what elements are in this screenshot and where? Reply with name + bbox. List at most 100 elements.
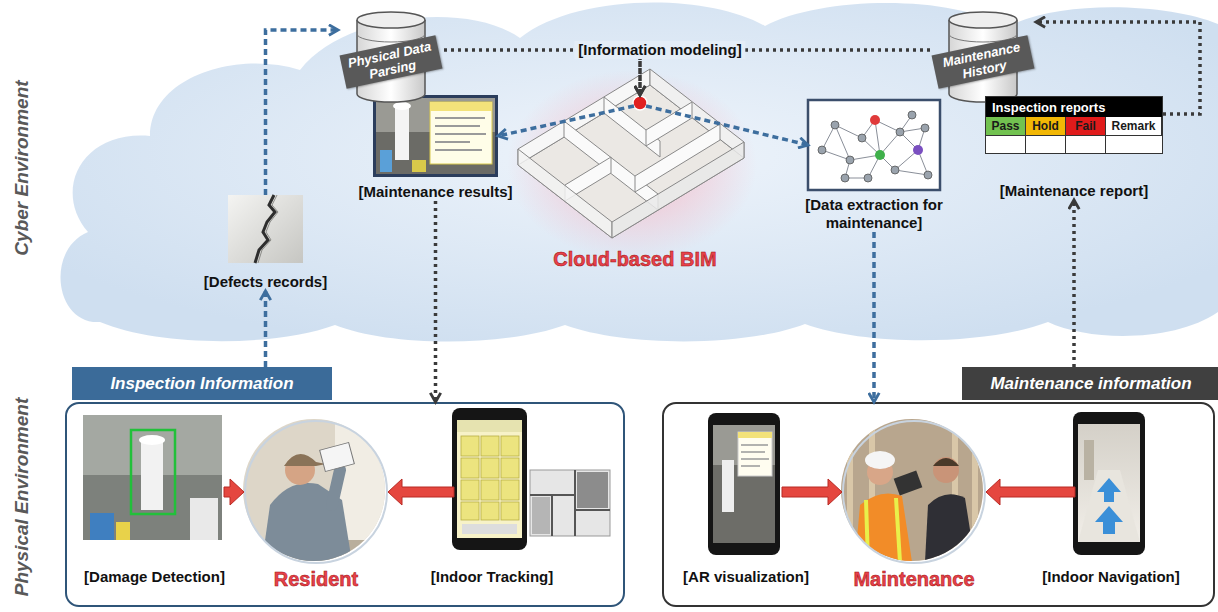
- actor-circle: Maintenance: [842, 420, 986, 564]
- tracking-phone: [461, 436, 519, 520]
- tracking-phone: [462, 524, 517, 534]
- worker-photo: [866, 498, 900, 562]
- ar-phone: [713, 425, 775, 543]
- tracking-phone: [481, 502, 499, 520]
- image-caption: [Maintenance results]: [358, 183, 512, 201]
- leak-photo: [395, 106, 409, 160]
- ar-phone: [741, 445, 769, 466]
- tracking-phone: [481, 436, 499, 456]
- network-graph: [841, 174, 849, 182]
- tracking-phone: [481, 480, 499, 500]
- table-cell-empty: [1106, 136, 1162, 153]
- network-graph: [924, 171, 932, 179]
- network-graph: [831, 121, 839, 129]
- actor-circle: Resident: [244, 420, 388, 564]
- detection-photo: [90, 513, 114, 540]
- section-tag: Maintenance information: [962, 367, 1218, 400]
- leak-photo: [380, 150, 392, 172]
- detection-photo: [131, 430, 175, 514]
- tracking-phone: [501, 480, 519, 500]
- section-tag: Inspection Information: [72, 367, 332, 400]
- ar-phone: [708, 413, 780, 555]
- navigation-phone: [1095, 506, 1123, 534]
- navigation-phone: [1073, 412, 1145, 555]
- network-graph: [921, 124, 929, 132]
- worker-photo: [855, 493, 912, 562]
- flow-arrow-red: [224, 479, 244, 505]
- navigation-phone: [1097, 478, 1121, 502]
- database-cylinder: Physical Data Parsing: [338, 8, 444, 103]
- navigation-phone: [1078, 424, 1140, 542]
- table-cell-empty: [1066, 136, 1106, 153]
- flow-arrow-blue: [646, 106, 808, 145]
- flow-arrow-dark: [444, 50, 640, 95]
- bim-model: [507, 69, 757, 260]
- tracking-phone: [461, 480, 479, 500]
- tracking-phone: [457, 420, 522, 538]
- crack-photo: [258, 195, 278, 263]
- circle-outline: [842, 420, 986, 564]
- network-graph: [858, 134, 866, 142]
- tracking-phone: [530, 470, 610, 536]
- navigation-phone: [1078, 470, 1140, 542]
- flow-label: [Information modeling]: [574, 41, 745, 59]
- report-table: Inspection reportsPassHoldFailRemark: [985, 96, 1163, 154]
- physical-panel: Maintenance information[AR visualization…: [662, 402, 1215, 607]
- image-box: [Damage Detection]: [85, 417, 224, 542]
- flow-arrow-red: [782, 479, 842, 505]
- tracking-phone: [461, 436, 479, 456]
- leak-photo: [373, 95, 498, 177]
- flow-arrow-dark: [1036, 22, 1200, 114]
- bim-model: [633, 96, 647, 110]
- phone-image: [Indoor Tracking]: [454, 410, 614, 555]
- flow-arrow-dark: [640, 50, 930, 95]
- circle-outline: [244, 420, 388, 564]
- ar-phone: [722, 460, 734, 512]
- network-graph: [822, 115, 928, 178]
- phone-image: [Indoor Navigation]: [1075, 414, 1147, 557]
- bim-model: Cloud-based BIM: [510, 70, 760, 275]
- network-graph: [891, 166, 899, 174]
- tracking-phone: [532, 497, 550, 534]
- image-box: [Data extraction for maintenance]: [808, 100, 940, 190]
- cloud-background: [60, 3, 1218, 342]
- table-cell-empty: [986, 136, 1026, 153]
- ar-phone: [738, 432, 772, 438]
- tracking-phone: [461, 458, 479, 478]
- image-caption: [Indoor Navigation]: [1042, 568, 1180, 586]
- flow-arrow-blue: [266, 30, 339, 195]
- network-graph: [870, 115, 880, 125]
- resident-photo: [320, 442, 355, 471]
- tracking-phone: [501, 458, 519, 478]
- network-graph: [908, 111, 916, 119]
- crack-photo: [228, 195, 303, 263]
- resident-photo: [242, 418, 390, 562]
- leak-photo: [430, 102, 492, 164]
- bim-model: [507, 70, 757, 260]
- environment-label: Cyber Environment: [11, 8, 33, 328]
- leak-photo: [373, 95, 498, 177]
- image-box: [Maintenance results]: [373, 95, 498, 177]
- flow-arrow-red: [388, 479, 454, 505]
- detection-photo: [83, 415, 222, 540]
- table-header: Inspection reports: [986, 97, 1162, 117]
- flow-arrow-blue: [498, 106, 634, 136]
- table-cell: Hold: [1026, 117, 1066, 136]
- tracking-phone: [501, 436, 519, 456]
- image-caption: [Indoor Tracking]: [431, 568, 554, 586]
- network-graph: [808, 100, 940, 190]
- tracking-phone: [452, 408, 610, 550]
- leak-photo: [393, 102, 411, 110]
- database-cylinder: Maintenance History: [930, 8, 1036, 103]
- table-cell: Remark: [1106, 117, 1162, 136]
- navigation-phone: [1084, 440, 1094, 480]
- physical-panel: Inspection Information[Damage Detection]…: [65, 402, 625, 607]
- leak-photo: [376, 98, 495, 174]
- network-graph: [846, 156, 854, 164]
- phone-image: [AR visualization]: [710, 415, 782, 557]
- circle-outline: [843, 421, 985, 563]
- network-graph: [818, 111, 932, 182]
- worker-photo: [933, 457, 959, 483]
- table-cell: Pass: [986, 117, 1026, 136]
